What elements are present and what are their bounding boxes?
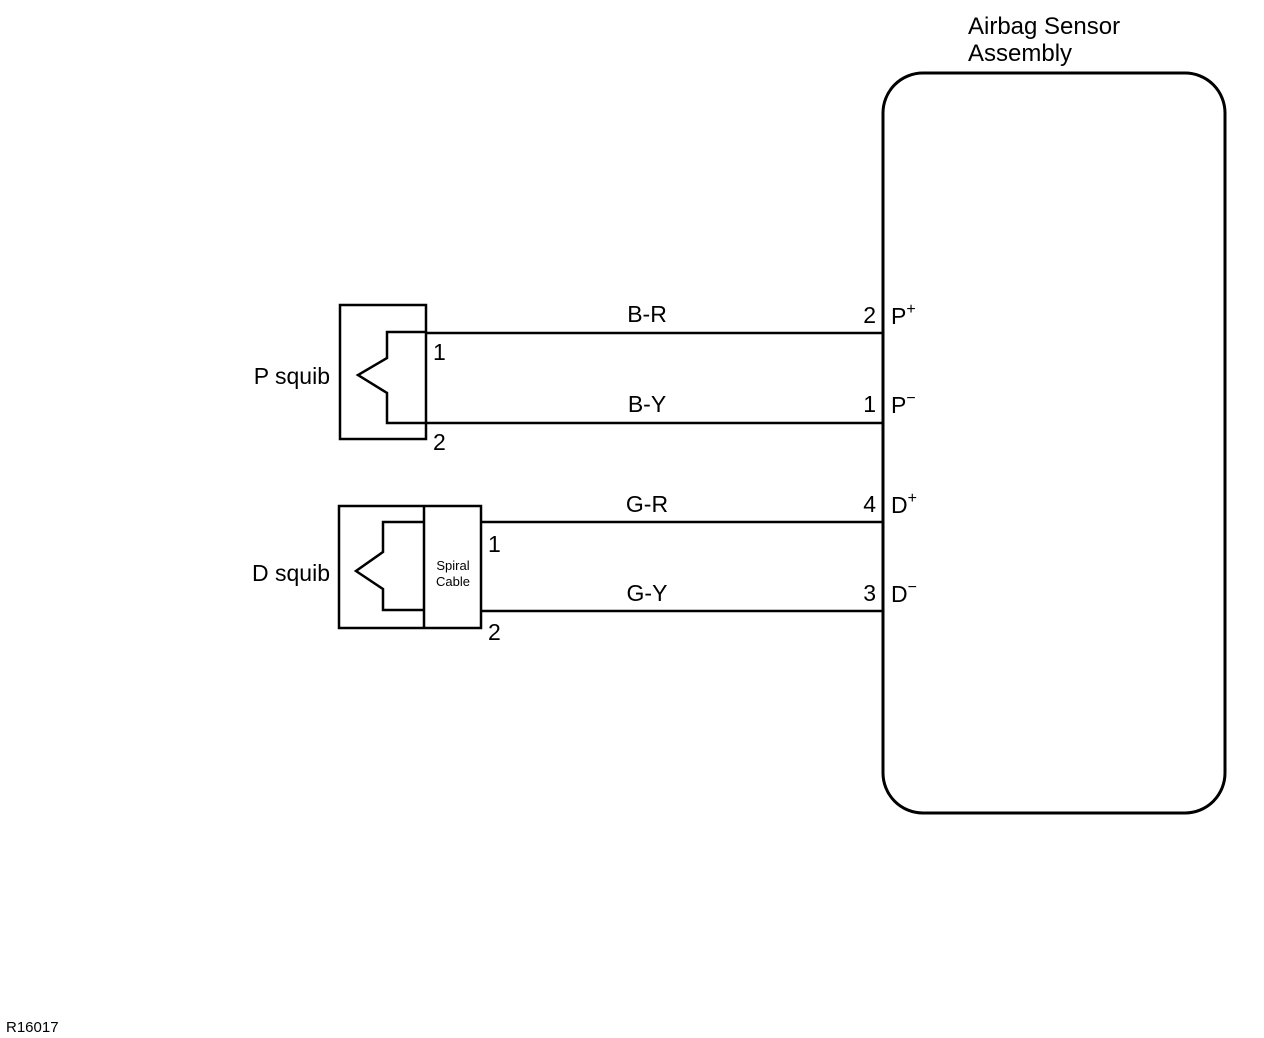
wire-color-label: G-R bbox=[626, 491, 668, 517]
spiral-cable-label-line1: Spiral bbox=[436, 558, 469, 573]
sensor-pin-number: 2 bbox=[863, 302, 876, 328]
spiral-cable-label-line2: Cable bbox=[436, 574, 470, 589]
sensor-pin-number: 1 bbox=[863, 391, 876, 417]
sensor-title-line1: Airbag Sensor bbox=[968, 13, 1120, 40]
p-squib-pin1: 1 bbox=[433, 339, 446, 365]
sensor-terminal-label: P+ bbox=[891, 301, 916, 329]
d-squib-pin2: 2 bbox=[488, 619, 501, 645]
wire-color-label: G-Y bbox=[627, 580, 668, 606]
d-squib-box bbox=[337, 504, 483, 630]
d-squib-pin1: 1 bbox=[488, 531, 501, 557]
sensor-title-line2: Assembly bbox=[968, 40, 1072, 67]
d-squib-element bbox=[353, 520, 424, 612]
sensor-pin-number: 4 bbox=[863, 491, 876, 517]
d-squib-label: D squib bbox=[252, 560, 330, 586]
p-squib-box bbox=[338, 303, 428, 441]
sensor-terminal-label: D− bbox=[891, 579, 917, 607]
sensor-pin-number: 3 bbox=[863, 580, 876, 606]
p-squib-label: P squib bbox=[254, 363, 330, 389]
sensor-terminal-label: P− bbox=[891, 390, 916, 418]
wire-color-label: B-Y bbox=[628, 391, 666, 417]
sensor-assembly-box bbox=[881, 71, 1227, 815]
sensor-terminal-label: D+ bbox=[891, 490, 917, 518]
wire-color-label: B-R bbox=[627, 301, 667, 327]
p-squib-element bbox=[355, 330, 426, 425]
p-squib-pin2: 2 bbox=[433, 429, 446, 455]
figure-code: R16017 bbox=[6, 1019, 59, 1036]
